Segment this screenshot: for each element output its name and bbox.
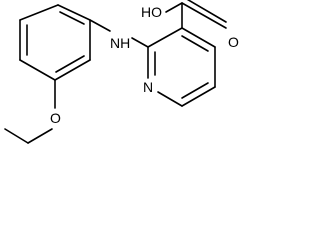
carboxylic-acid-group: HO O [141, 0, 239, 50]
ether-to-ch2-bond [27, 128, 53, 144]
ch2-to-ch3-bond [4, 128, 29, 144]
pyridine-bond-4 [181, 86, 216, 107]
phenyl-to-nh-bond [89, 19, 111, 32]
carbonyl-double-bond-1 [181, 2, 227, 29]
amine-linker: NH [89, 19, 149, 51]
phenyl-bond-1 [19, 4, 59, 21]
carbonyl-double-bond-2 [186, 0, 227, 23]
hydroxyl-label: HO [141, 4, 162, 20]
phenyl-bond-5 [19, 59, 56, 81]
pyridine-double-1 [181, 35, 209, 52]
amine-label: NH [110, 35, 130, 51]
phenyl-double-2 [59, 11, 85, 25]
phenyl-bond-4 [54, 59, 91, 81]
chemical-structure: O NH N HO O [4, 0, 239, 144]
carbonyl-oxygen-label: O [228, 34, 239, 50]
phenyl-ring [19, 4, 91, 81]
pyridine-bond-2 [181, 27, 216, 48]
ether-oxygen-label: O [50, 110, 61, 126]
phenyl-double-3 [55, 55, 85, 73]
pyridine-double-2 [181, 82, 209, 99]
pyridine-bond-1 [147, 27, 183, 48]
phenyl-bond-2 [57, 4, 91, 21]
carbonyl-to-oh-bond [165, 2, 183, 13]
ethoxy-group: O [4, 79, 61, 144]
pyridine-ring: N [143, 27, 216, 107]
pyridine-nitrogen-label: N [143, 79, 153, 95]
nh-to-pyridine-bond [131, 37, 149, 48]
pyridine-bond-5 [157, 91, 183, 107]
